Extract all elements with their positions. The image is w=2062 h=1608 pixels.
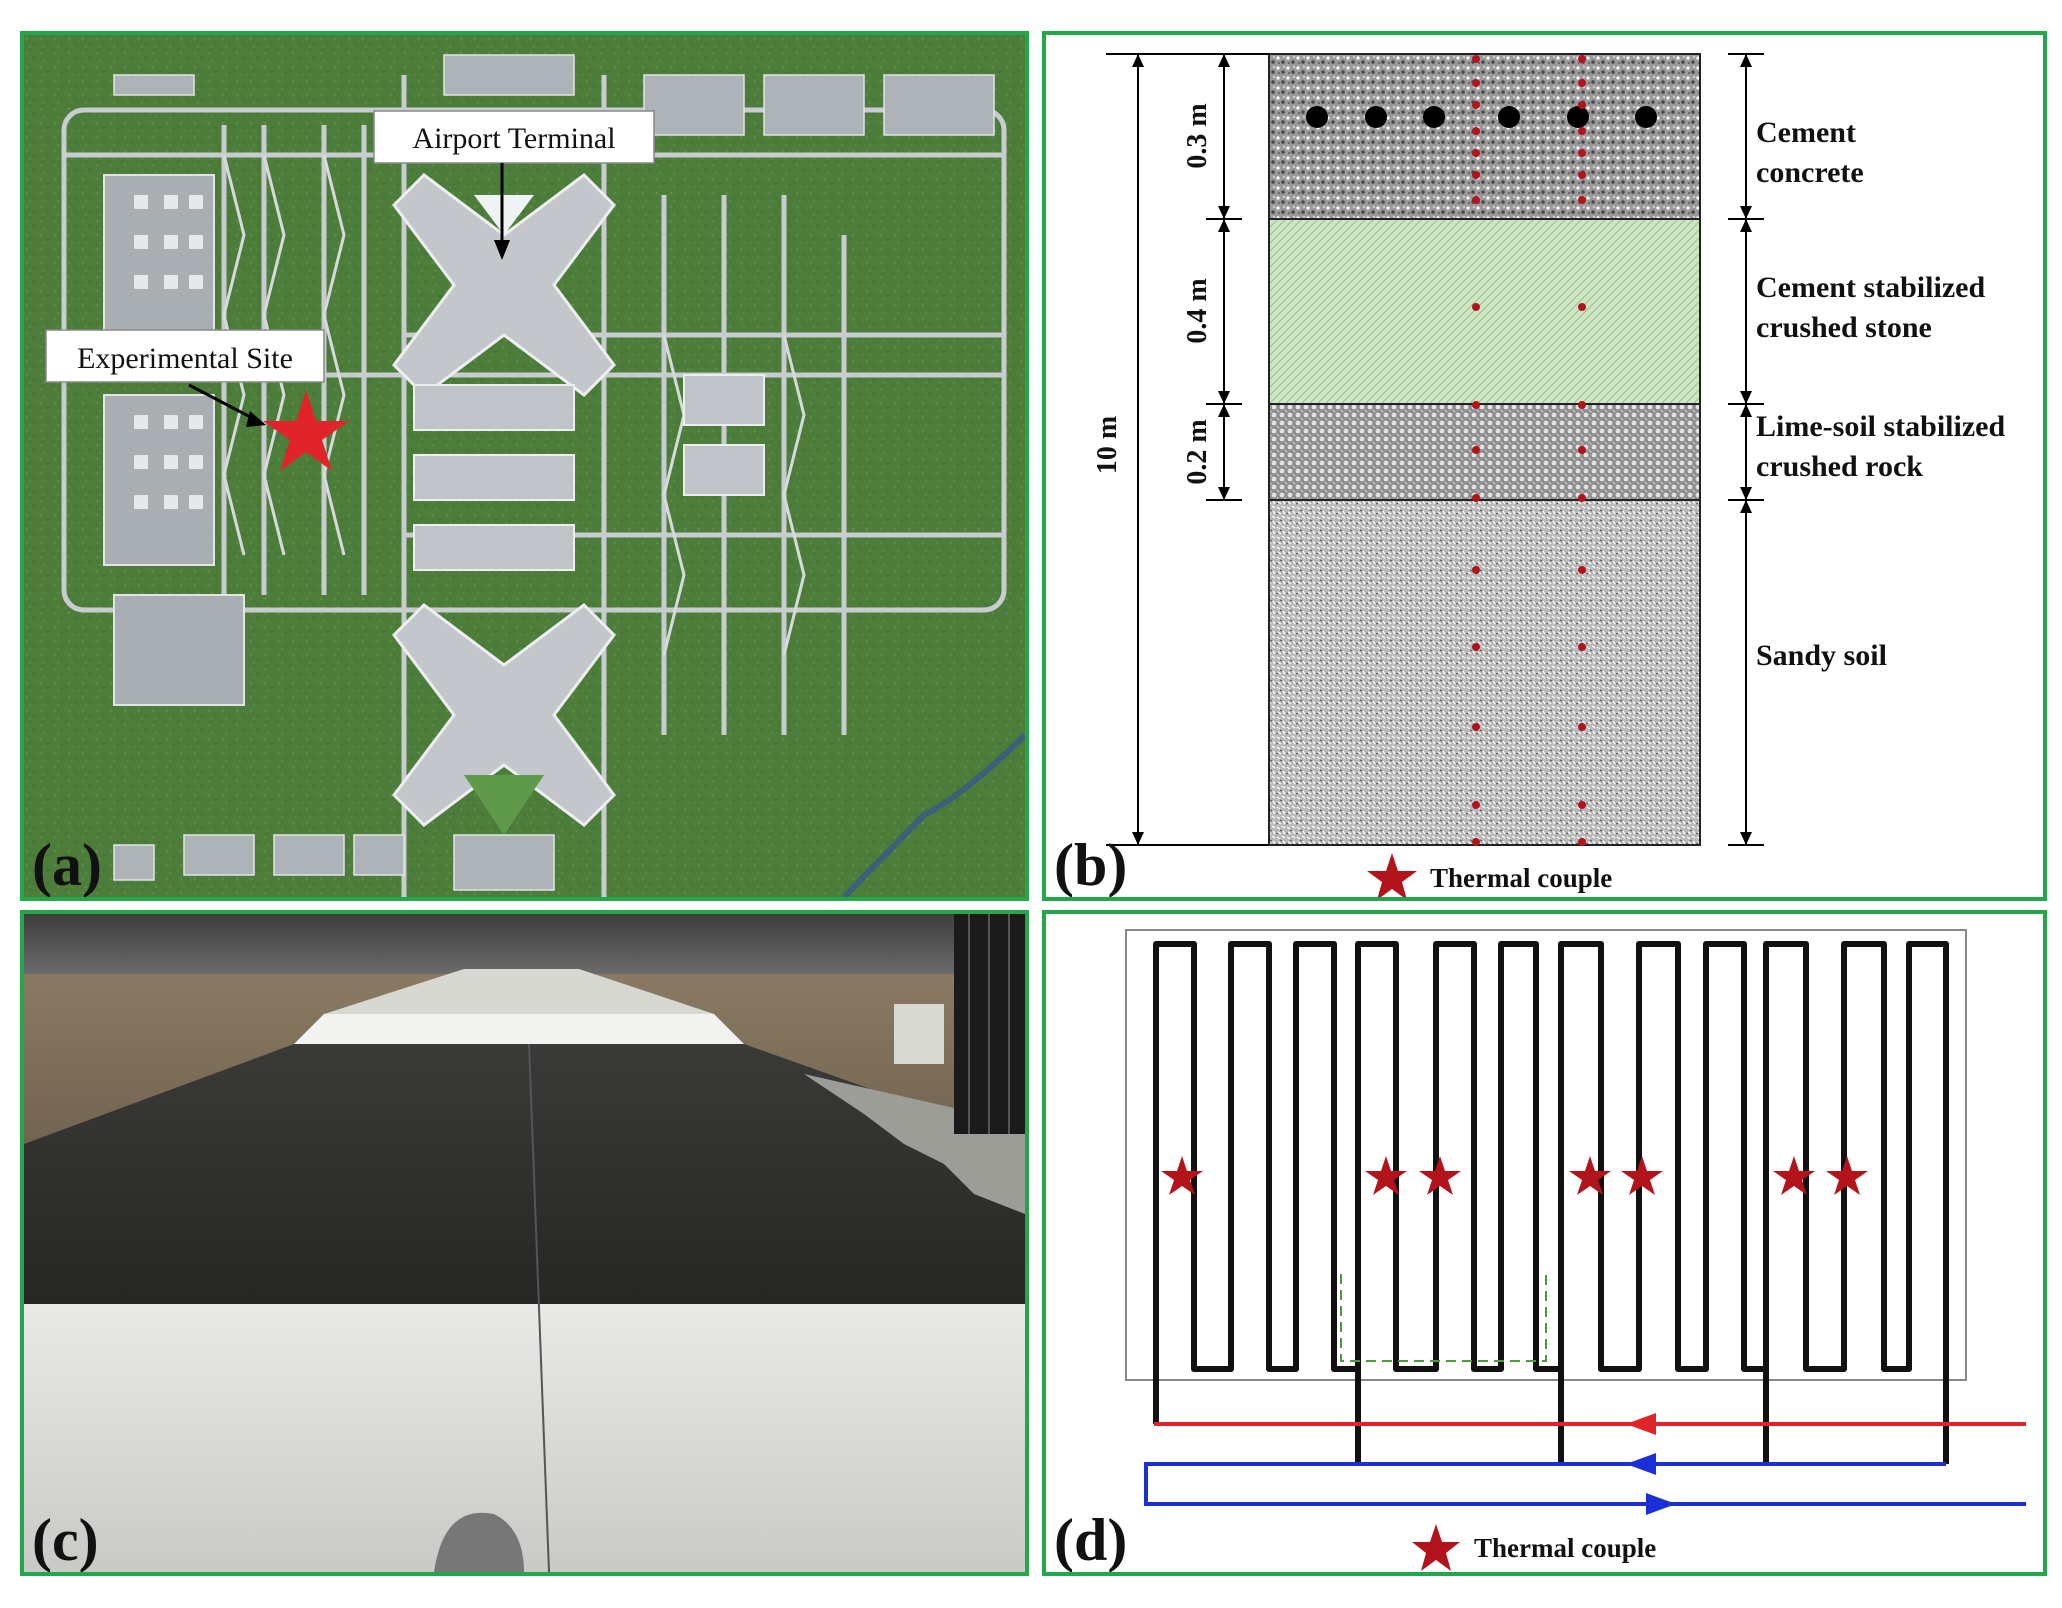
thermocouple-star-icon xyxy=(1419,1156,1461,1195)
thermocouple-stars xyxy=(1161,1156,1868,1195)
thermocouple-star-icon xyxy=(1569,1156,1611,1195)
layer-sandy-soil xyxy=(1268,499,1701,846)
layer-lime-soil xyxy=(1268,403,1701,501)
panel-c-label: (c) xyxy=(32,1507,99,1572)
panel-d-legend-label: Thermal couple xyxy=(1474,1533,1656,1563)
depth-label-concrete: 0.3 m xyxy=(1182,103,1213,168)
panel-d-pipe-layout: Thermal couple (d) xyxy=(1042,910,2047,1576)
supply-direction-arrow-icon xyxy=(1626,1413,1656,1435)
panel-a-label: (a) xyxy=(32,832,102,897)
airport-terminal-callout-box xyxy=(373,110,655,164)
pipe-dots xyxy=(1306,106,1657,128)
return-direction-arrow-icon xyxy=(1626,1453,1656,1475)
thermal-couple-legend-star-icon xyxy=(1412,1524,1460,1571)
thermocouple-star-icon xyxy=(1365,1156,1407,1195)
layer-name-sandy: Sandy soil xyxy=(1756,639,1887,672)
pavement-section-svg: 10 m 0.3 m 0.4 m 0.2 m Cement concrete C… xyxy=(1054,53,2005,897)
total-depth-label: 10 m xyxy=(1092,416,1123,474)
site-photo-svg: (c) xyxy=(24,914,1025,1572)
thermal-couple-legend-star-icon xyxy=(1367,853,1417,897)
panel-b-legend-label: Thermal couple xyxy=(1430,863,1612,893)
experimental-site-star-icon xyxy=(263,390,349,471)
experimental-site-callout-box xyxy=(45,329,325,383)
depth-label-stone: 0.4 m xyxy=(1182,278,1213,343)
layer-name-stone-2: crushed stone xyxy=(1756,311,1932,344)
outlet-direction-arrow-icon xyxy=(1646,1493,1676,1515)
layer-cement-concrete xyxy=(1268,53,1701,220)
panel-b-label: (b) xyxy=(1054,832,1127,897)
thermocouple-star-icon xyxy=(1161,1156,1203,1195)
thermocouple-star-icon xyxy=(1773,1156,1815,1195)
panel-d-label: (d) xyxy=(1054,1507,1127,1572)
thermocouple-star-icon xyxy=(1621,1156,1663,1195)
experimental-site-arrow xyxy=(188,383,257,422)
layer-name-concrete-1: Cement xyxy=(1756,116,1856,149)
thermocouple-star-icon xyxy=(1826,1156,1868,1195)
airport-map-svg: Airport Terminal Experimental Site (a) xyxy=(24,35,1025,897)
layer-cement-stabilized-stone xyxy=(1268,218,1701,405)
thermocouple-markers xyxy=(1472,55,1586,846)
serpentine-pipes xyxy=(1153,941,1949,1464)
layer-name-lime-1: Lime-soil stabilized xyxy=(1756,410,2005,443)
panel-b-pavement-section: 10 m 0.3 m 0.4 m 0.2 m Cement concrete C… xyxy=(1042,31,2047,901)
panel-c-site-photo: (c) xyxy=(20,910,1029,1576)
layer-name-stone-1: Cement stabilized xyxy=(1756,271,1985,304)
experimental-site-label: Experimental Site xyxy=(77,342,293,375)
pipe-layout-svg: Thermal couple (d) xyxy=(1054,929,2026,1572)
depth-label-lime: 0.2 m xyxy=(1182,419,1213,484)
panel-a-airport-map: Airport Terminal Experimental Site (a) xyxy=(20,31,1029,901)
layer-name-lime-2: crushed rock xyxy=(1756,450,1923,483)
return-pipe-line xyxy=(1144,1462,2026,1506)
layer-name-concrete-2: concrete xyxy=(1756,156,1864,189)
airport-terminal-label: Airport Terminal xyxy=(412,122,615,155)
